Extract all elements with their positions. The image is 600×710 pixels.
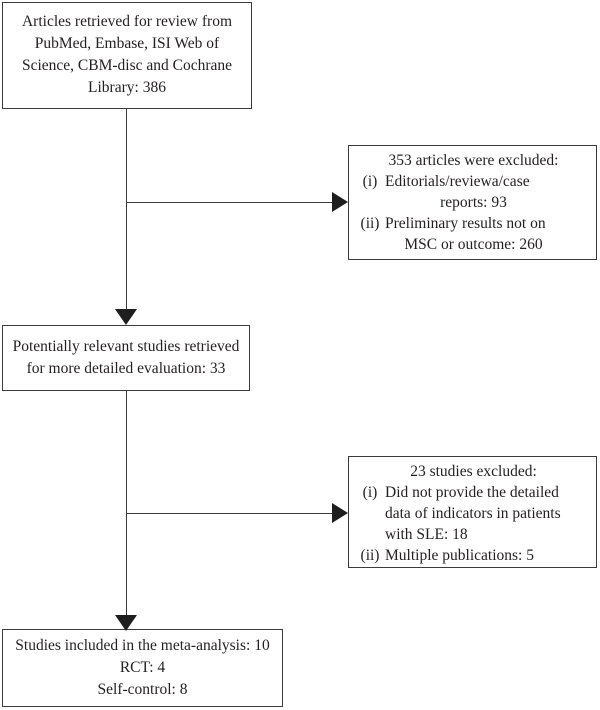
- exclusion-item-text: Preliminary results not on: [385, 215, 546, 232]
- box-text-line: Self-control: 8: [97, 681, 188, 698]
- exclusion-item: (i) Editorials/reviewa/case: [355, 171, 592, 192]
- exclusion-item: (ii) Preliminary results not on: [355, 213, 592, 234]
- exclusion-item-line: with SLE: 18: [385, 526, 468, 543]
- connector-branch-bottom: [126, 512, 333, 515]
- box-text-line: Articles retrieved for review from: [21, 13, 232, 30]
- exclusion-item: (ii) Multiple publications: 5: [355, 545, 592, 566]
- connector-branch-top: [126, 201, 333, 204]
- list-marker: (i): [362, 173, 378, 190]
- connector-vertical-bottom: [125, 391, 128, 618]
- box-excluded-studies: 23 studies excluded: (i) Did not provide…: [348, 456, 597, 568]
- arrowhead-right-icon: [332, 192, 348, 212]
- exclusion-item-text: MSC or outcome: 260: [404, 236, 543, 253]
- box-excluded-articles: 353 articles were excluded: (i) Editoria…: [348, 145, 597, 260]
- arrowhead-down-icon: [115, 309, 137, 325]
- exclusion-item-line: Multiple publications: 5: [385, 547, 534, 564]
- list-marker: (ii): [360, 215, 380, 232]
- connector-vertical-top: [125, 109, 128, 312]
- box-articles-retrieved: Articles retrieved for review from PubMe…: [2, 2, 252, 109]
- exclusion-item-text: reports: 93: [440, 194, 507, 211]
- arrowhead-down-icon: [115, 615, 137, 631]
- exclusion-item-text: Did not provide the detailed data of ind…: [385, 482, 592, 545]
- exclusion-title: 23 studies excluded:: [410, 463, 537, 480]
- exclusion-item-text: Editorials/reviewa/case: [385, 173, 530, 190]
- box-text-line: for more detailed evaluation: 33: [26, 360, 226, 377]
- box-text-line: RCT: 4: [119, 659, 166, 676]
- box-text-line: Potentially relevant studies retrieved: [12, 338, 240, 355]
- exclusion-item-line: Did not provide the detailed: [385, 484, 559, 501]
- exclusion-item-text: Multiple publications: 5: [385, 545, 592, 566]
- box-text-line: Library: 386: [88, 79, 166, 96]
- list-marker: (i): [362, 484, 378, 501]
- exclusion-title: 353 articles were excluded:: [388, 152, 559, 169]
- box-text-line: PubMed, Embase, ISI Web of: [34, 35, 220, 52]
- box-text-line: Studies included in the meta-analysis: 1…: [15, 637, 270, 654]
- box-included-studies: Studies included in the meta-analysis: 1…: [2, 629, 283, 707]
- box-text-line: Science, CBM-disc and Cochrane: [21, 57, 233, 74]
- exclusion-item-line: data of indicators in patients: [385, 505, 561, 522]
- box-relevant-studies: Potentially relevant studies retrieved f…: [2, 325, 250, 391]
- list-marker: (ii): [360, 547, 380, 564]
- arrowhead-right-icon: [332, 503, 348, 523]
- exclusion-item: (i) Did not provide the detailed data of…: [355, 482, 592, 545]
